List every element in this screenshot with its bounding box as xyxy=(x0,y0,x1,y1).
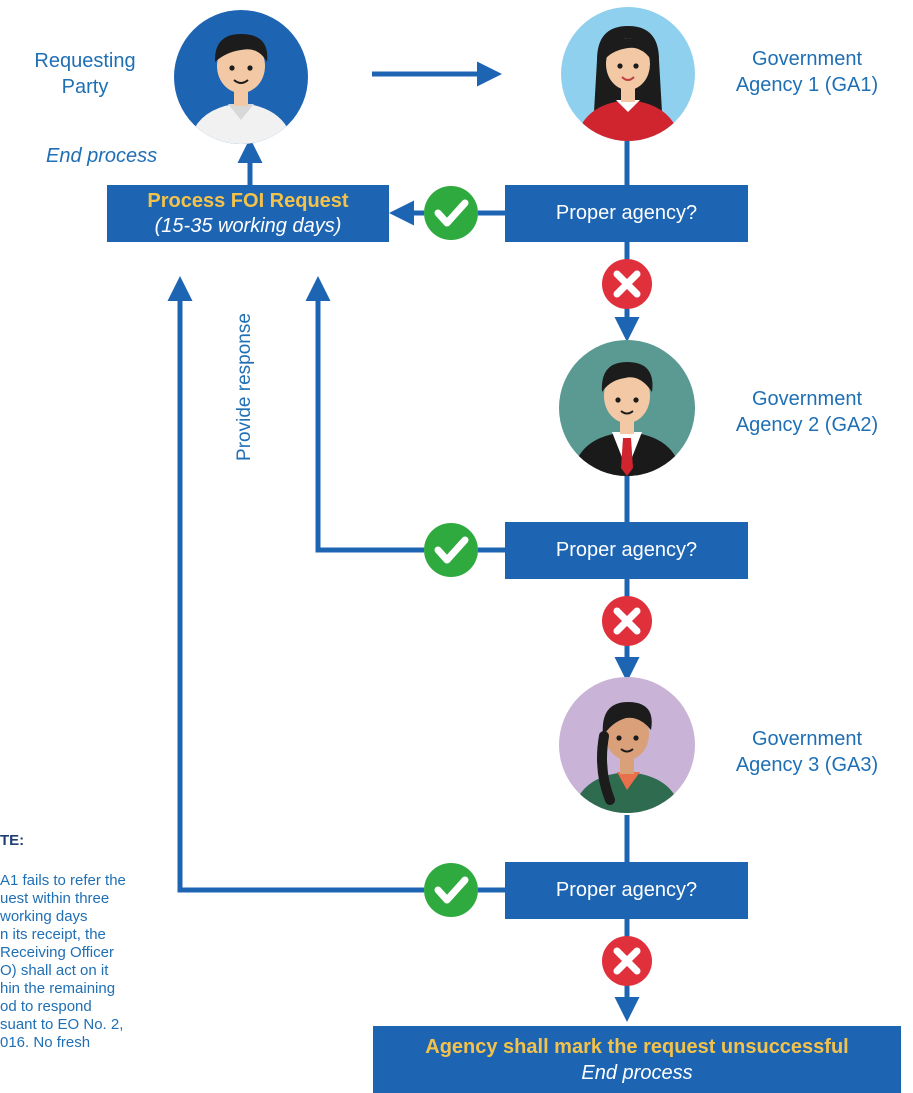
note-line: od to respond xyxy=(0,998,92,1015)
process-foi-request-box: Process FOI Request (15-35 working days) xyxy=(107,185,389,242)
cross-badge-2 xyxy=(602,596,652,646)
check-badge-2 xyxy=(424,523,478,577)
check-badge-3 xyxy=(424,863,478,917)
ga1-label: Government Agency 1 (GA1) xyxy=(735,48,879,96)
arrow-check2-to-process xyxy=(305,276,424,553)
ga1-avatar xyxy=(561,7,695,141)
ga2-avatar xyxy=(559,340,695,476)
final-box-title: Agency shall mark the request unsuccessf… xyxy=(425,1035,849,1058)
note-panel: TE: A1 fails to refer the uest within th… xyxy=(0,832,190,1052)
note-line: hin the remaining xyxy=(0,980,116,997)
final-unsuccessful-box: Agency shall mark the request unsuccessf… xyxy=(373,1026,901,1093)
note-title: TE: xyxy=(0,832,25,849)
ga2-label: Government Agency 2 (GA2) xyxy=(735,388,879,436)
decision-box-2: Proper agency? xyxy=(505,522,748,579)
requesting-party-avatar xyxy=(174,10,308,144)
ga3-label: Government Agency 3 (GA3) xyxy=(735,728,879,776)
note-line: Receiving Officer xyxy=(0,944,114,961)
note-line: n its receipt, the xyxy=(0,926,106,943)
note-line: uest within three xyxy=(0,890,110,907)
check-badge-1 xyxy=(424,186,478,240)
process-box-subtitle: (15-35 working days) xyxy=(154,214,342,237)
final-box-subtitle: End process xyxy=(581,1061,693,1084)
note-line: 016. No fresh xyxy=(0,1034,91,1051)
process-box-title: Process FOI Request xyxy=(147,189,349,212)
cross-badge-3 xyxy=(602,936,652,986)
ga3-avatar xyxy=(559,677,695,813)
note-line: suant to EO No. 2, xyxy=(0,1016,124,1033)
provide-response-label: Provide response xyxy=(234,313,255,461)
decision-box-3: Proper agency? xyxy=(505,862,748,919)
decision-box-1: Proper agency? xyxy=(505,185,748,242)
note-line: A1 fails to refer the xyxy=(0,872,126,889)
note-line: working days xyxy=(0,908,88,925)
note-line: O) shall act on it xyxy=(0,962,109,979)
requesting-party-label: Requesting Party xyxy=(34,50,136,98)
cross-badge-1 xyxy=(602,259,652,309)
end-process-label: End process xyxy=(46,145,158,167)
arrow-check3-to-process xyxy=(167,276,424,893)
